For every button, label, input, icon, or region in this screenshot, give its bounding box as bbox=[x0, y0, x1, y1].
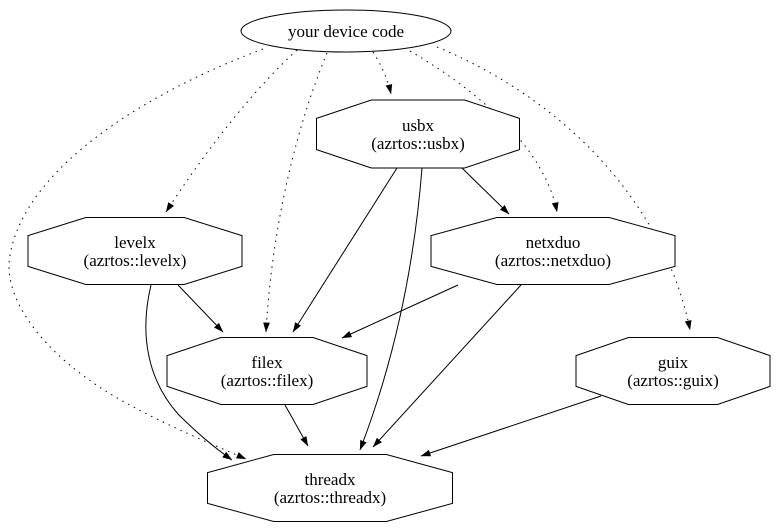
edge-usbx-filex bbox=[292, 167, 398, 333]
node-levelx-label-line1: levelx bbox=[114, 233, 156, 252]
node-filex: filex(azrtos::filex) bbox=[166, 337, 368, 405]
edge-usbx-threadx bbox=[359, 167, 423, 451]
node-threadx-label-line1: threadx bbox=[305, 470, 356, 489]
node-filex-octagon bbox=[166, 337, 368, 405]
edge-device-guix bbox=[436, 46, 692, 331]
node-device-ellipse bbox=[240, 9, 452, 53]
node-threadx-label-line2: (azrtos::threadx) bbox=[274, 488, 386, 507]
edge-usbx-netxduo bbox=[461, 167, 510, 215]
node-threadx: threadx(azrtos::threadx) bbox=[207, 454, 453, 522]
node-guix-octagon bbox=[575, 337, 771, 405]
node-device: your device code bbox=[240, 9, 452, 53]
node-levelx: levelx(azrtos::levelx) bbox=[27, 217, 243, 285]
edge-device-filex bbox=[263, 52, 328, 333]
node-netxduo-octagon bbox=[430, 217, 676, 285]
node-usbx: usbx(azrtos::usbx) bbox=[316, 99, 520, 169]
node-netxduo: netxduo(azrtos::netxduo) bbox=[430, 217, 676, 285]
edge-netxduo-threadx bbox=[372, 284, 522, 448]
edge-device-levelx bbox=[165, 49, 298, 213]
node-netxduo-label-line2: (azrtos::netxduo) bbox=[495, 251, 611, 270]
node-usbx-label-line2: (azrtos::usbx) bbox=[371, 134, 464, 153]
node-filex-label-line2: (azrtos::filex) bbox=[221, 371, 314, 390]
node-netxduo-label-line1: netxduo bbox=[526, 233, 581, 252]
node-device-label-line1: your device code bbox=[288, 22, 404, 41]
nodes-layer: your device codeusbx(azrtos::usbx)levelx… bbox=[27, 9, 771, 522]
edge-levelx-filex bbox=[177, 284, 224, 333]
edge-levelx-threadx bbox=[145, 284, 233, 461]
edge-filex-threadx bbox=[284, 404, 309, 447]
node-levelx-octagon bbox=[27, 217, 243, 285]
edges-layer bbox=[8, 46, 692, 461]
node-guix-label-line2: (azrtos::guix) bbox=[627, 371, 719, 390]
edge-device-usbx bbox=[372, 51, 393, 95]
edge-netxduo-filex bbox=[341, 284, 459, 339]
node-guix-label-line1: guix bbox=[658, 353, 689, 372]
node-usbx-label-line1: usbx bbox=[402, 116, 435, 135]
node-guix: guix(azrtos::guix) bbox=[575, 337, 771, 405]
edge-guix-threadx bbox=[420, 395, 602, 457]
node-usbx-octagon bbox=[316, 99, 520, 169]
node-filex-label-line1: filex bbox=[251, 353, 283, 372]
node-levelx-label-line2: (azrtos::levelx) bbox=[84, 251, 187, 270]
node-threadx-octagon bbox=[207, 454, 453, 522]
